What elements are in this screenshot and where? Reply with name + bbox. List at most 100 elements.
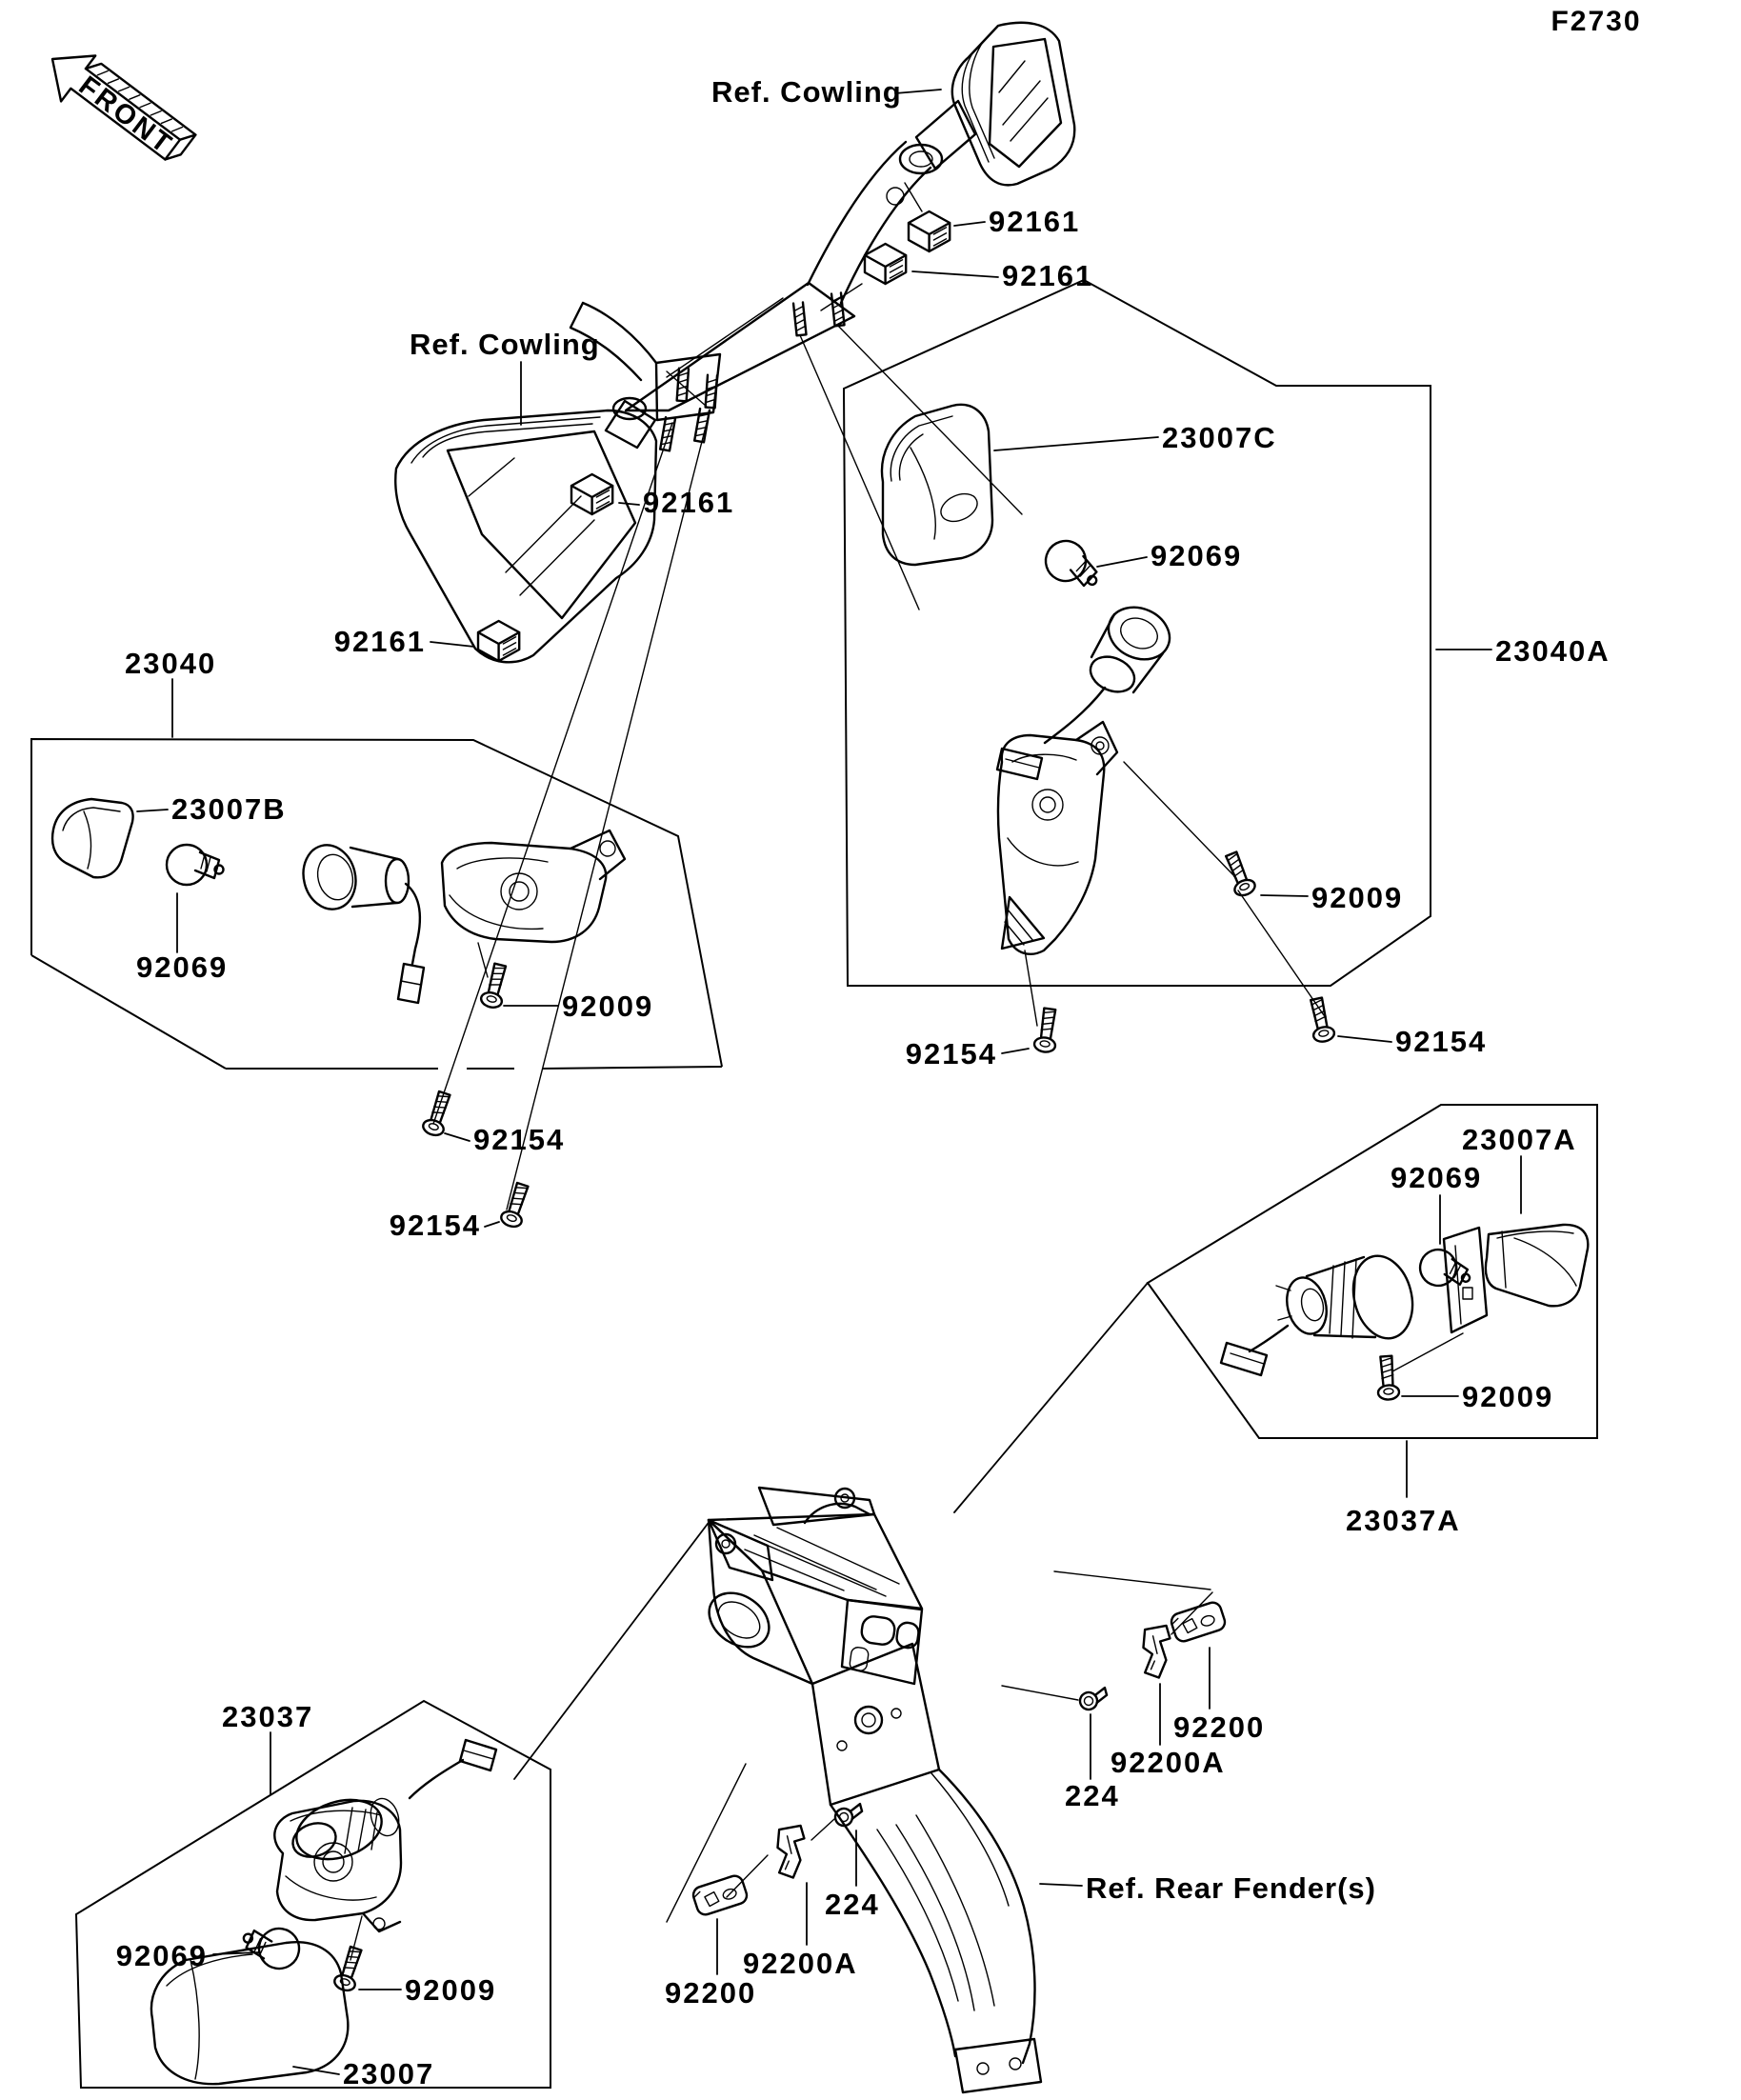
part-label-92009-r[interactable]: 92009 [1311, 881, 1403, 914]
signal-right [882, 405, 1324, 1026]
part-label-92154-l2[interactable]: 92154 [390, 1209, 481, 1242]
assembly-box-23040A [844, 280, 1431, 986]
callout-lens-23007B: 23007B [137, 792, 287, 826]
leader-line [1338, 1036, 1391, 1042]
part-label-224-r[interactable]: 224 [1065, 1779, 1120, 1812]
screw-92009-rear-right-icon [1374, 1354, 1401, 1402]
leader-line [1002, 1049, 1029, 1053]
damper-left-inner-icon [570, 472, 614, 516]
bracket-92200A-right-icon [1139, 1622, 1172, 1680]
part-label-92069-rl[interactable]: 92069 [116, 1939, 208, 1972]
leader-line [619, 503, 639, 505]
front-arrow-icon: FRONT [35, 36, 197, 161]
leader-line [430, 642, 474, 647]
assembly-box-23040 [31, 739, 722, 1069]
screw-92154-l2-icon [498, 1180, 534, 1230]
callout-ref-cowling-right: Ref. Cowling [711, 75, 941, 109]
part-label-92154-r1[interactable]: 92154 [906, 1037, 997, 1070]
bracket-92200A-bottom-icon [773, 1822, 807, 1880]
leader-line [912, 271, 998, 277]
part-label-23007A[interactable]: 23007A [1462, 1123, 1577, 1156]
damper-right-lower-icon [863, 242, 908, 286]
part-label-92161-lo[interactable]: 92161 [334, 625, 426, 658]
box-23037A-pointer [954, 1283, 1148, 1512]
ref-cowling-left-label: Ref. Cowling [410, 328, 600, 361]
plate-92200-bottom-icon [690, 1872, 750, 1918]
callout-92200A-right: 92200A [1111, 1684, 1226, 1779]
bulb-left-icon [165, 843, 225, 887]
mirror-left-glass [448, 431, 635, 618]
part-label-23007C[interactable]: 23007C [1162, 421, 1277, 454]
callout-92154-right-2: 92154 [1338, 1025, 1487, 1058]
mirror-left [395, 303, 720, 662]
part-label-92161-ru[interactable]: 92161 [989, 205, 1080, 238]
callout-bulb-left: 92069 [136, 893, 228, 984]
leader-line [895, 90, 941, 93]
part-label-92069-r[interactable]: 92069 [1151, 539, 1242, 572]
callout-bulb-right: 92069 [1097, 539, 1242, 572]
callout-screw-92009-rear-left: 92009 [359, 1973, 496, 2007]
screw-92009-left-icon [478, 961, 512, 1011]
screw-92154-l1-icon [420, 1089, 456, 1139]
leader-line [213, 1952, 259, 1954]
callout-screw-92009-rear-right: 92009 [1402, 1380, 1553, 1413]
lens-23007B [52, 799, 133, 877]
part-label-92069-rr[interactable]: 92069 [1391, 1161, 1482, 1194]
part-label-23007[interactable]: 23007 [343, 2057, 434, 2090]
lens-23007C [882, 405, 992, 565]
part-label-23037A[interactable]: 23037A [1346, 1504, 1461, 1537]
callout-bulb-rear-left: 92069 [116, 1939, 259, 1972]
part-label-92200-b[interactable]: 92200 [665, 1976, 756, 2010]
part-label-92161-rl[interactable]: 92161 [1002, 259, 1093, 292]
part-label-92200A-r[interactable]: 92200A [1111, 1746, 1226, 1779]
part-label-92161-li[interactable]: 92161 [643, 486, 734, 519]
bulb-right-icon [1037, 532, 1110, 597]
mirror-right-glass [990, 39, 1061, 167]
callout-damper-right-lower: 92161 [912, 259, 1093, 292]
screw-92009-rear-left-icon [331, 1944, 368, 1994]
callout-ref-cowling-left: Ref. Cowling [410, 328, 600, 425]
part-label-92154-l1[interactable]: 92154 [473, 1123, 565, 1156]
part-label-224-b[interactable]: 224 [825, 1888, 880, 1921]
leader-line [137, 810, 168, 811]
signal-left [52, 799, 625, 1003]
callout-92154-left-2: 92154 [390, 1209, 499, 1242]
part-label-92009-l[interactable]: 92009 [562, 990, 653, 1023]
bulb-rear-left-icon [238, 1921, 304, 1973]
callout-lens-23007A: 23007A [1462, 1123, 1577, 1213]
callout-224-bottom: 224 [825, 1830, 880, 1921]
mount-leader-right [800, 326, 1022, 610]
screw-92009-right-icon [1220, 849, 1259, 900]
part-label-92009-rr[interactable]: 92009 [1462, 1380, 1553, 1413]
part-label-23040A[interactable]: 23040A [1495, 634, 1611, 668]
part-label-92200-r[interactable]: 92200 [1173, 1710, 1265, 1744]
leader-line [1040, 1884, 1082, 1886]
callout-92154-left-1: 92154 [445, 1123, 565, 1156]
ref-rear-fender-label: Ref. Rear Fender(s) [1086, 1871, 1376, 1905]
part-label-92154-r2[interactable]: 92154 [1395, 1025, 1487, 1058]
plate-92200-right-icon [1168, 1599, 1229, 1645]
part-label-23040[interactable]: 23040 [125, 647, 216, 680]
screw-92154-r2-icon [1305, 995, 1337, 1045]
callout-224-right: 224 [1065, 1714, 1120, 1812]
callout-damper-right-upper: 92161 [954, 205, 1080, 238]
fastener-right-links [1002, 1571, 1212, 1700]
callout-box-23037: 23037 [222, 1700, 313, 1794]
part-label-23037[interactable]: 23037 [222, 1700, 313, 1733]
part-label-23007B[interactable]: 23007B [171, 792, 287, 826]
screw-92154-r1-icon [1031, 1006, 1062, 1055]
mirror-right [626, 23, 1074, 410]
leader-line [293, 2067, 339, 2074]
rear-fender [699, 1488, 1041, 2092]
callout-bulb-rear-right: 92069 [1391, 1161, 1482, 1244]
part-label-92200A-b[interactable]: 92200A [743, 1947, 858, 1980]
part-label-92069-l[interactable]: 92069 [136, 950, 228, 984]
part-label-92009-rl[interactable]: 92009 [405, 1973, 496, 2007]
callout-damper-left-inner: 92161 [619, 486, 734, 519]
mount-leader-left [433, 415, 709, 1210]
callout-lens-23007: 23007 [293, 2057, 434, 2090]
callout-92200-right: 92200 [1173, 1648, 1265, 1744]
lens-23007A [1486, 1225, 1588, 1306]
